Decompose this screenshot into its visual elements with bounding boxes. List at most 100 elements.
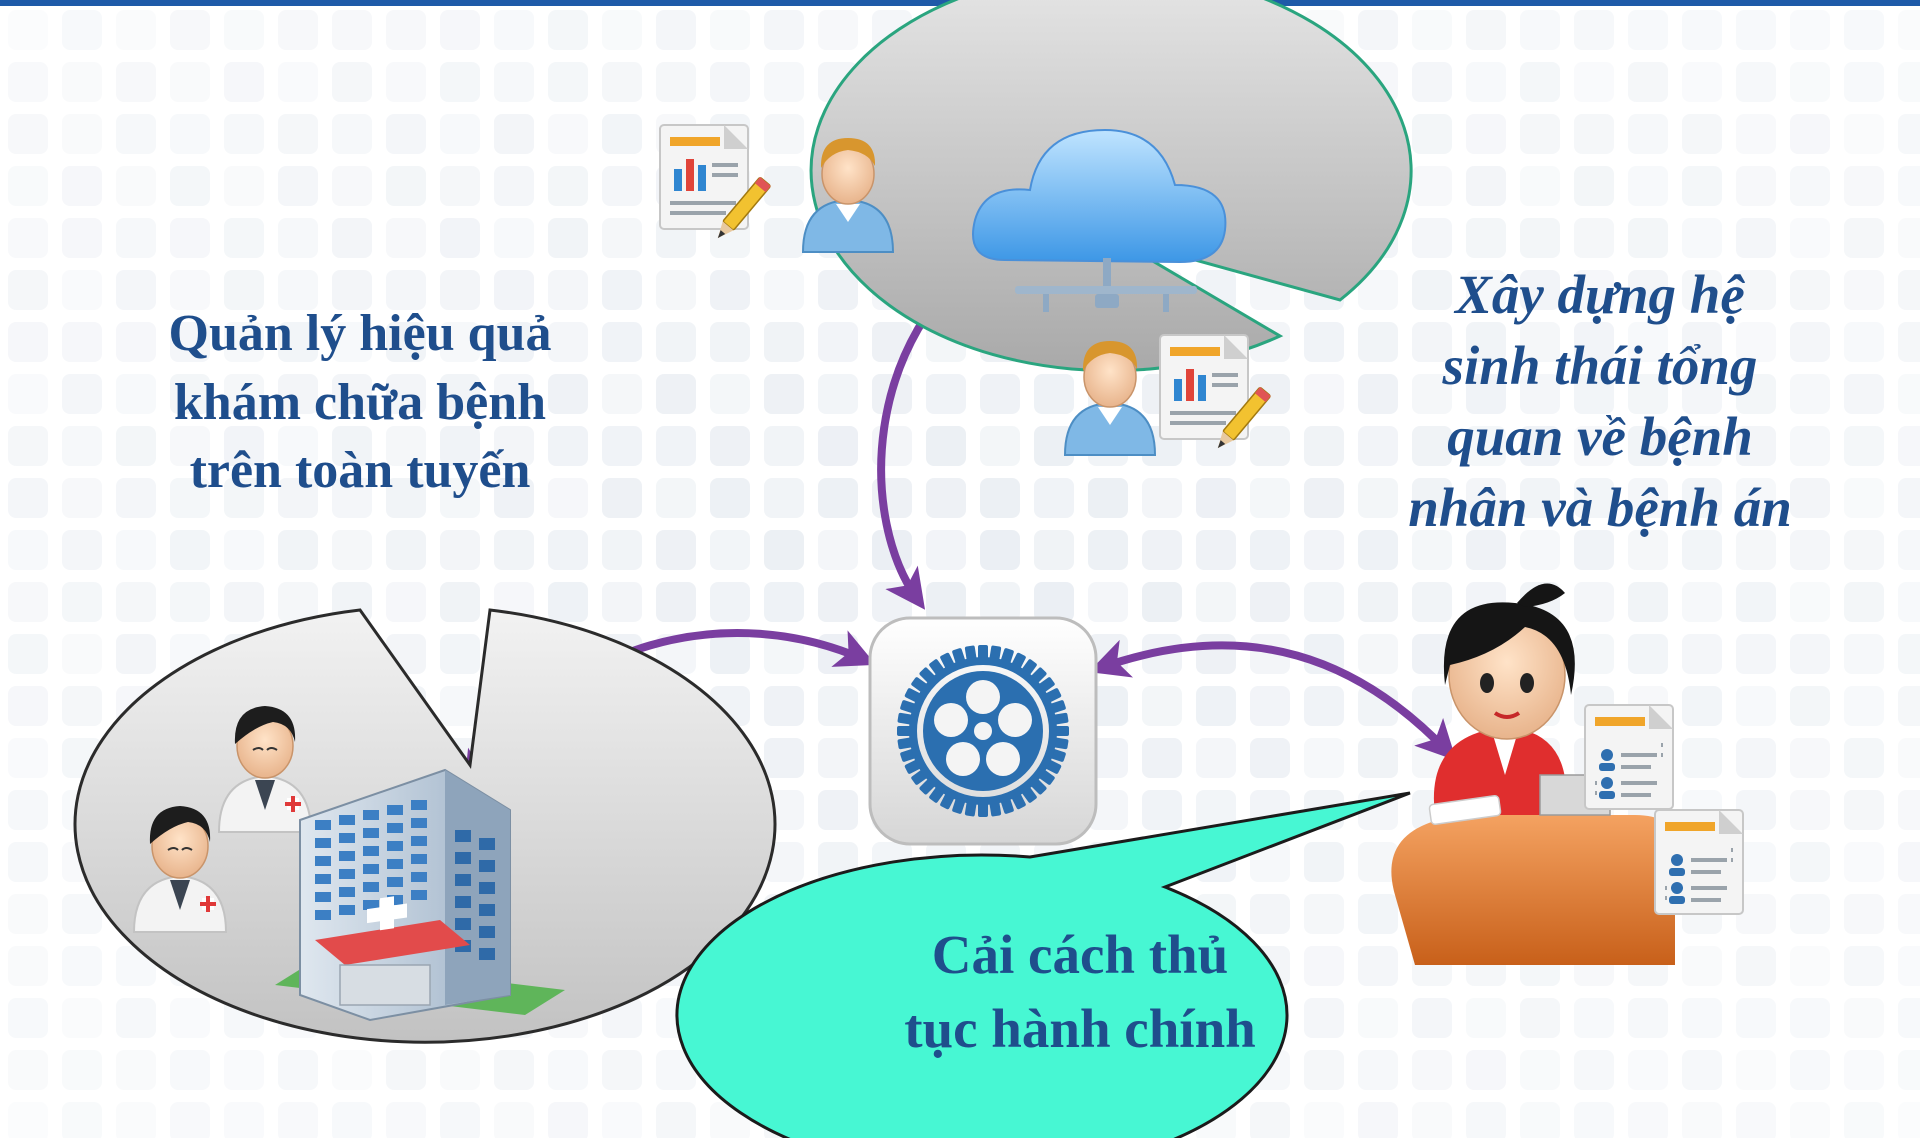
speech-bubble-bottom [675, 791, 1411, 1138]
background-tile [8, 894, 48, 934]
background-tile [1574, 62, 1614, 102]
callout-line: quan về bệnh [1447, 405, 1753, 467]
background-tile [494, 426, 534, 466]
background-tile [494, 114, 534, 154]
background-tile [710, 426, 750, 466]
background-tile [710, 62, 750, 102]
background-tile [1574, 530, 1614, 570]
background-tile [1304, 374, 1344, 414]
background-tile [1304, 998, 1344, 1038]
background-tile [764, 842, 804, 882]
hospital-window [315, 874, 331, 884]
hospital-window [387, 895, 403, 905]
background-tile [764, 738, 804, 778]
background-tile [1520, 114, 1560, 154]
background-tile [8, 1050, 48, 1090]
background-tile [386, 270, 426, 310]
background-tile [1520, 218, 1560, 258]
background-tile [8, 322, 48, 362]
background-tile [8, 946, 48, 986]
background-tile [1898, 114, 1920, 154]
background-tile [170, 114, 210, 154]
background-tile [1412, 322, 1452, 362]
background-tile [1142, 686, 1182, 726]
background-tile [1520, 62, 1560, 102]
background-tile [170, 582, 210, 622]
background-tile [116, 218, 156, 258]
background-tile [494, 530, 534, 570]
background-tile [62, 1050, 102, 1090]
background-tile [494, 218, 534, 258]
background-tile [1898, 218, 1920, 258]
hospital-window [455, 896, 471, 908]
background-tile [62, 426, 102, 466]
background-tile [494, 1102, 534, 1138]
background-tile [656, 62, 696, 102]
background-tile [1304, 1050, 1344, 1090]
hospital-window [455, 918, 471, 930]
background-tile [1142, 790, 1182, 830]
background-tile [440, 686, 480, 726]
background-tile [1790, 738, 1830, 778]
background-tile [1790, 10, 1830, 50]
background-tile [602, 1102, 642, 1138]
background-tile [224, 114, 264, 154]
background-tile [1790, 1050, 1830, 1090]
background-tile [656, 426, 696, 466]
background-tile [1682, 686, 1722, 726]
background-tile [602, 478, 642, 518]
background-tile [62, 946, 102, 986]
background-tile [116, 10, 156, 50]
background-tile [278, 582, 318, 622]
callout-line: khám chữa bệnh [173, 373, 547, 431]
hospital-window [387, 859, 403, 869]
background-tile [548, 62, 588, 102]
background-tile [1898, 426, 1920, 466]
background-tile [1466, 270, 1506, 310]
background-tile [764, 270, 804, 310]
background-tile [980, 478, 1020, 518]
background-tile [332, 322, 372, 362]
background-tile [1574, 270, 1614, 310]
background-tile [170, 1102, 210, 1138]
background-tile [1358, 530, 1398, 570]
background-tile [1196, 582, 1236, 622]
background-tile [1520, 1050, 1560, 1090]
callout-bottom-text: Cải cách thủ tục hành chính [800, 918, 1360, 1065]
background-tile [1412, 1102, 1452, 1138]
background-tile [764, 10, 804, 50]
background-tile [1898, 1050, 1920, 1090]
background-tile [1520, 374, 1560, 414]
background-tile [1304, 478, 1344, 518]
background-tile [116, 62, 156, 102]
background-tile [818, 270, 858, 310]
background-tile [1898, 582, 1920, 622]
background-tile [440, 114, 480, 154]
background-tile [602, 218, 642, 258]
hospital-window [411, 854, 427, 864]
background-tile [1142, 478, 1182, 518]
background-tile [1736, 530, 1776, 570]
background-tile [1574, 374, 1614, 414]
background-tile [710, 478, 750, 518]
background-tile [764, 530, 804, 570]
background-tile [1088, 582, 1128, 622]
report-document-icon [659, 124, 772, 244]
background-tile [818, 582, 858, 622]
background-tile [332, 426, 372, 466]
background-tile [1844, 842, 1884, 882]
background-tile [1844, 270, 1884, 310]
background-tile [278, 322, 318, 362]
background-tile [710, 530, 750, 570]
background-tile [1250, 1102, 1290, 1138]
hospital-window [363, 828, 379, 838]
background-tile [440, 1102, 480, 1138]
background-tile [1412, 582, 1452, 622]
background-tile [710, 374, 750, 414]
background-tile [116, 582, 156, 622]
background-tile [1898, 270, 1920, 310]
background-tile [1574, 218, 1614, 258]
hospital-window [315, 856, 331, 866]
background-tile [980, 530, 1020, 570]
